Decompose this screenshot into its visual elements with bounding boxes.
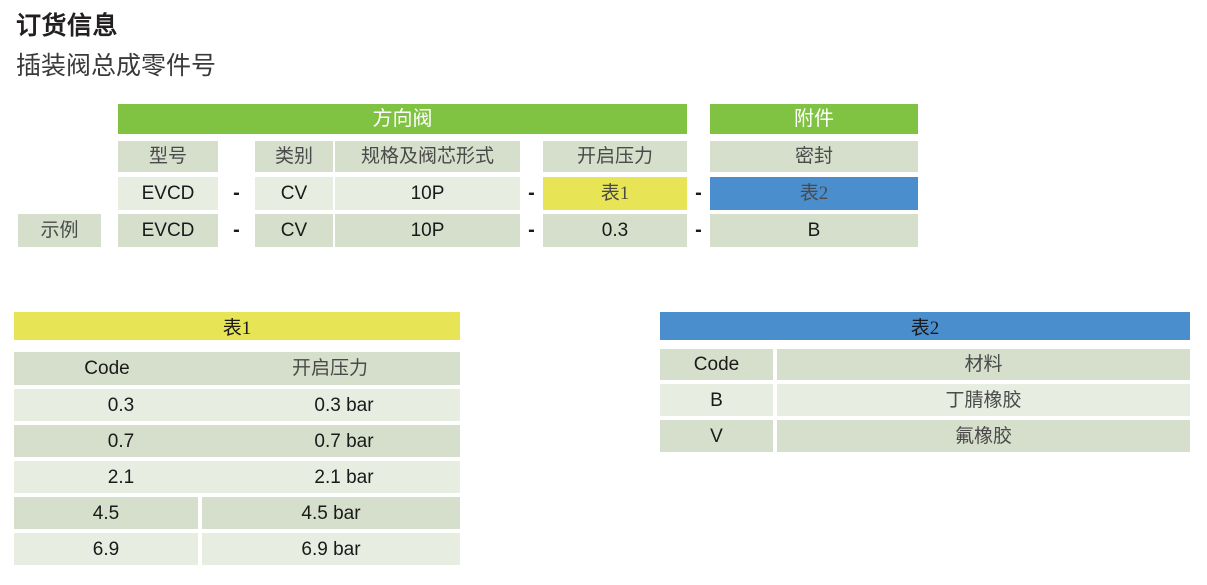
separator-dash-5: - xyxy=(528,219,535,241)
code-row-category: CV xyxy=(255,177,333,210)
separator-dash-1: - xyxy=(233,182,240,204)
table1-row: 0.3 0.3 bar xyxy=(14,389,460,421)
example-row-seal: B xyxy=(710,214,918,247)
table1-title: 表1 xyxy=(14,312,460,340)
group-header-directional-valve: 方向阀 xyxy=(118,104,687,134)
table2-column-header-material: 材料 xyxy=(777,349,1190,380)
table1-row: 2.1 2.1 bar xyxy=(14,461,460,493)
table1-cell-value: 0.3 bar xyxy=(314,394,374,416)
example-row-category: CV xyxy=(255,214,333,247)
column-header-category: 类别 xyxy=(255,141,333,172)
table2-title: 表2 xyxy=(660,312,1190,340)
column-header-cracking-pressure: 开启压力 xyxy=(543,141,687,172)
table1-cell-value: 6.9 bar xyxy=(202,533,460,565)
table2-cell-value: 氟橡胶 xyxy=(777,420,1190,452)
table1-column-header-code: Code xyxy=(14,352,200,385)
code-row-size-and-spool: 10P xyxy=(335,177,520,210)
table1-cell-value: 2.1 bar xyxy=(314,466,374,488)
column-header-size-and-spool: 规格及阀芯形式 xyxy=(335,141,520,172)
example-row-size-and-spool: 10P xyxy=(335,214,520,247)
example-row-cracking-pressure: 0.3 xyxy=(543,214,687,247)
table1-column-header-cracking-pressure: 开启压力 xyxy=(200,352,460,385)
table1-cell-code: 0.3 xyxy=(107,394,135,416)
table1-cell-code: 4.5 xyxy=(14,497,198,529)
table2-cell-value: 丁腈橡胶 xyxy=(777,384,1190,416)
code-row-cracking-pressure-ref: 表1 xyxy=(543,177,687,210)
separator-dash-2: - xyxy=(528,182,535,204)
column-header-model: 型号 xyxy=(118,141,218,172)
page-subtitle: 插装阀总成零件号 xyxy=(16,53,217,80)
table2-row: B 丁腈橡胶 xyxy=(660,384,1190,416)
table1-row: 6.9 6.9 bar xyxy=(14,533,460,565)
separator-dash-6: - xyxy=(695,219,702,241)
example-row-label: 示例 xyxy=(18,214,101,247)
code-row-seal-ref: 表2 xyxy=(710,177,918,210)
column-header-seal: 密封 xyxy=(710,141,918,172)
group-header-accessory: 附件 xyxy=(710,104,918,134)
separator-dash-4: - xyxy=(233,219,240,241)
separator-dash-3: - xyxy=(695,182,702,204)
table1-row: 0.7 0.7 bar xyxy=(14,425,460,457)
table1-row: 4.5 4.5 bar xyxy=(14,497,460,529)
table2-column-header-code: Code xyxy=(660,349,773,380)
table1-cell-code: 0.7 xyxy=(107,430,135,452)
table1-cell-value: 4.5 bar xyxy=(202,497,460,529)
code-row-model: EVCD xyxy=(118,177,218,210)
table2-row: V 氟橡胶 xyxy=(660,420,1190,452)
table1-cell-code: 2.1 xyxy=(107,466,135,488)
table2-cell-code: V xyxy=(660,420,773,452)
table1-cell-code: 6.9 xyxy=(14,533,198,565)
page-title: 订货信息 xyxy=(16,12,119,40)
table1-cell-value: 0.7 bar xyxy=(314,430,374,452)
table2-cell-code: B xyxy=(660,384,773,416)
example-row-model: EVCD xyxy=(118,214,218,247)
